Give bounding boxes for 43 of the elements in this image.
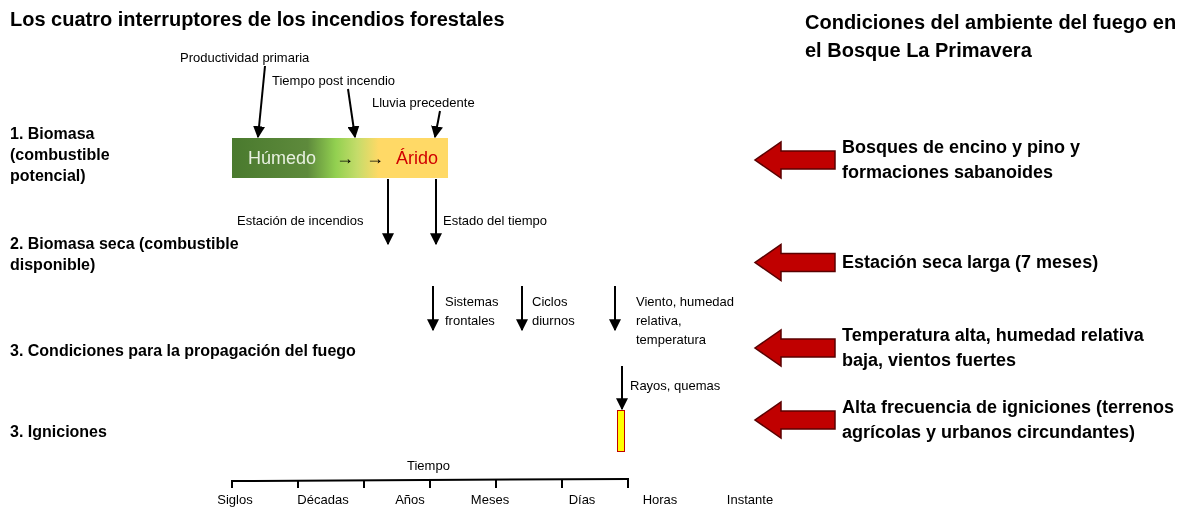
leader-arrow — [347, 88, 360, 139]
block-arrow — [753, 243, 836, 282]
factor-label: Lluvia precedente — [372, 95, 522, 110]
factor-label: Tiempo post incendio — [272, 73, 442, 88]
tick-label: Horas — [641, 492, 679, 507]
edge-label: Rayos, quemas — [630, 378, 721, 393]
edge-label: Estado del tiempo — [443, 213, 548, 228]
heading: Condiciones del ambiente del fuego en el Bosque La Primavera — [805, 10, 1178, 63]
leader-arrow — [253, 65, 266, 139]
arrow — [430, 178, 442, 246]
block-arrow — [753, 140, 836, 180]
title: Los cuatro interruptores de los incendios forestales — [10, 8, 505, 31]
tick-label: Instante — [725, 492, 775, 507]
tick-label: Décadas — [296, 492, 350, 507]
block-arrow — [753, 328, 836, 368]
block-arrow — [753, 400, 836, 440]
row-label: 1. Biomasa (combustible potencial) — [10, 124, 111, 186]
factor-label: Viento, humedad relativa, temperatura — [636, 293, 736, 349]
row-label: 2. Biomasa seca (combustible disponible) — [10, 234, 240, 275]
axis-title: Tiempo — [407, 458, 450, 473]
ignition-bar — [617, 410, 625, 452]
arrow-glyph: → — [336, 147, 355, 169]
row-label: 3. Condiciones para la propagación del fuego — [10, 341, 357, 361]
tick-label: Meses — [469, 492, 511, 507]
row-label: 3. Igniciones — [10, 422, 108, 442]
arrow — [382, 178, 394, 246]
arrow-glyph: → — [366, 147, 385, 169]
bar-label: Húmedo — [248, 147, 317, 169]
tick-label: Siglos — [216, 492, 254, 507]
bar-label: Árido — [396, 147, 439, 169]
factor-label: Sistemas frontales — [445, 293, 500, 330]
gradient-bar — [232, 138, 448, 178]
condition-text: Alta frecuencia de igniciones (terrenos agrícolas y urbanos circundantes) — [842, 395, 1182, 445]
factor-label: Ciclos diurnos — [532, 293, 576, 330]
condition-text: Bosques de encino y pino y formaciones sabanoides — [842, 135, 1162, 185]
factor-label: Productividad primaria — [180, 50, 380, 65]
leader-arrow — [431, 110, 443, 139]
arrow — [616, 365, 628, 411]
tick-label: Años — [394, 492, 426, 507]
condition-text: Temperatura alta, humedad relativa baja, vientos fuertes — [842, 323, 1162, 373]
edge-label: Estación de incendios — [237, 213, 364, 228]
condition-text: Estación seca larga (7 meses) — [842, 250, 1162, 275]
tick-label: Días — [567, 492, 597, 507]
